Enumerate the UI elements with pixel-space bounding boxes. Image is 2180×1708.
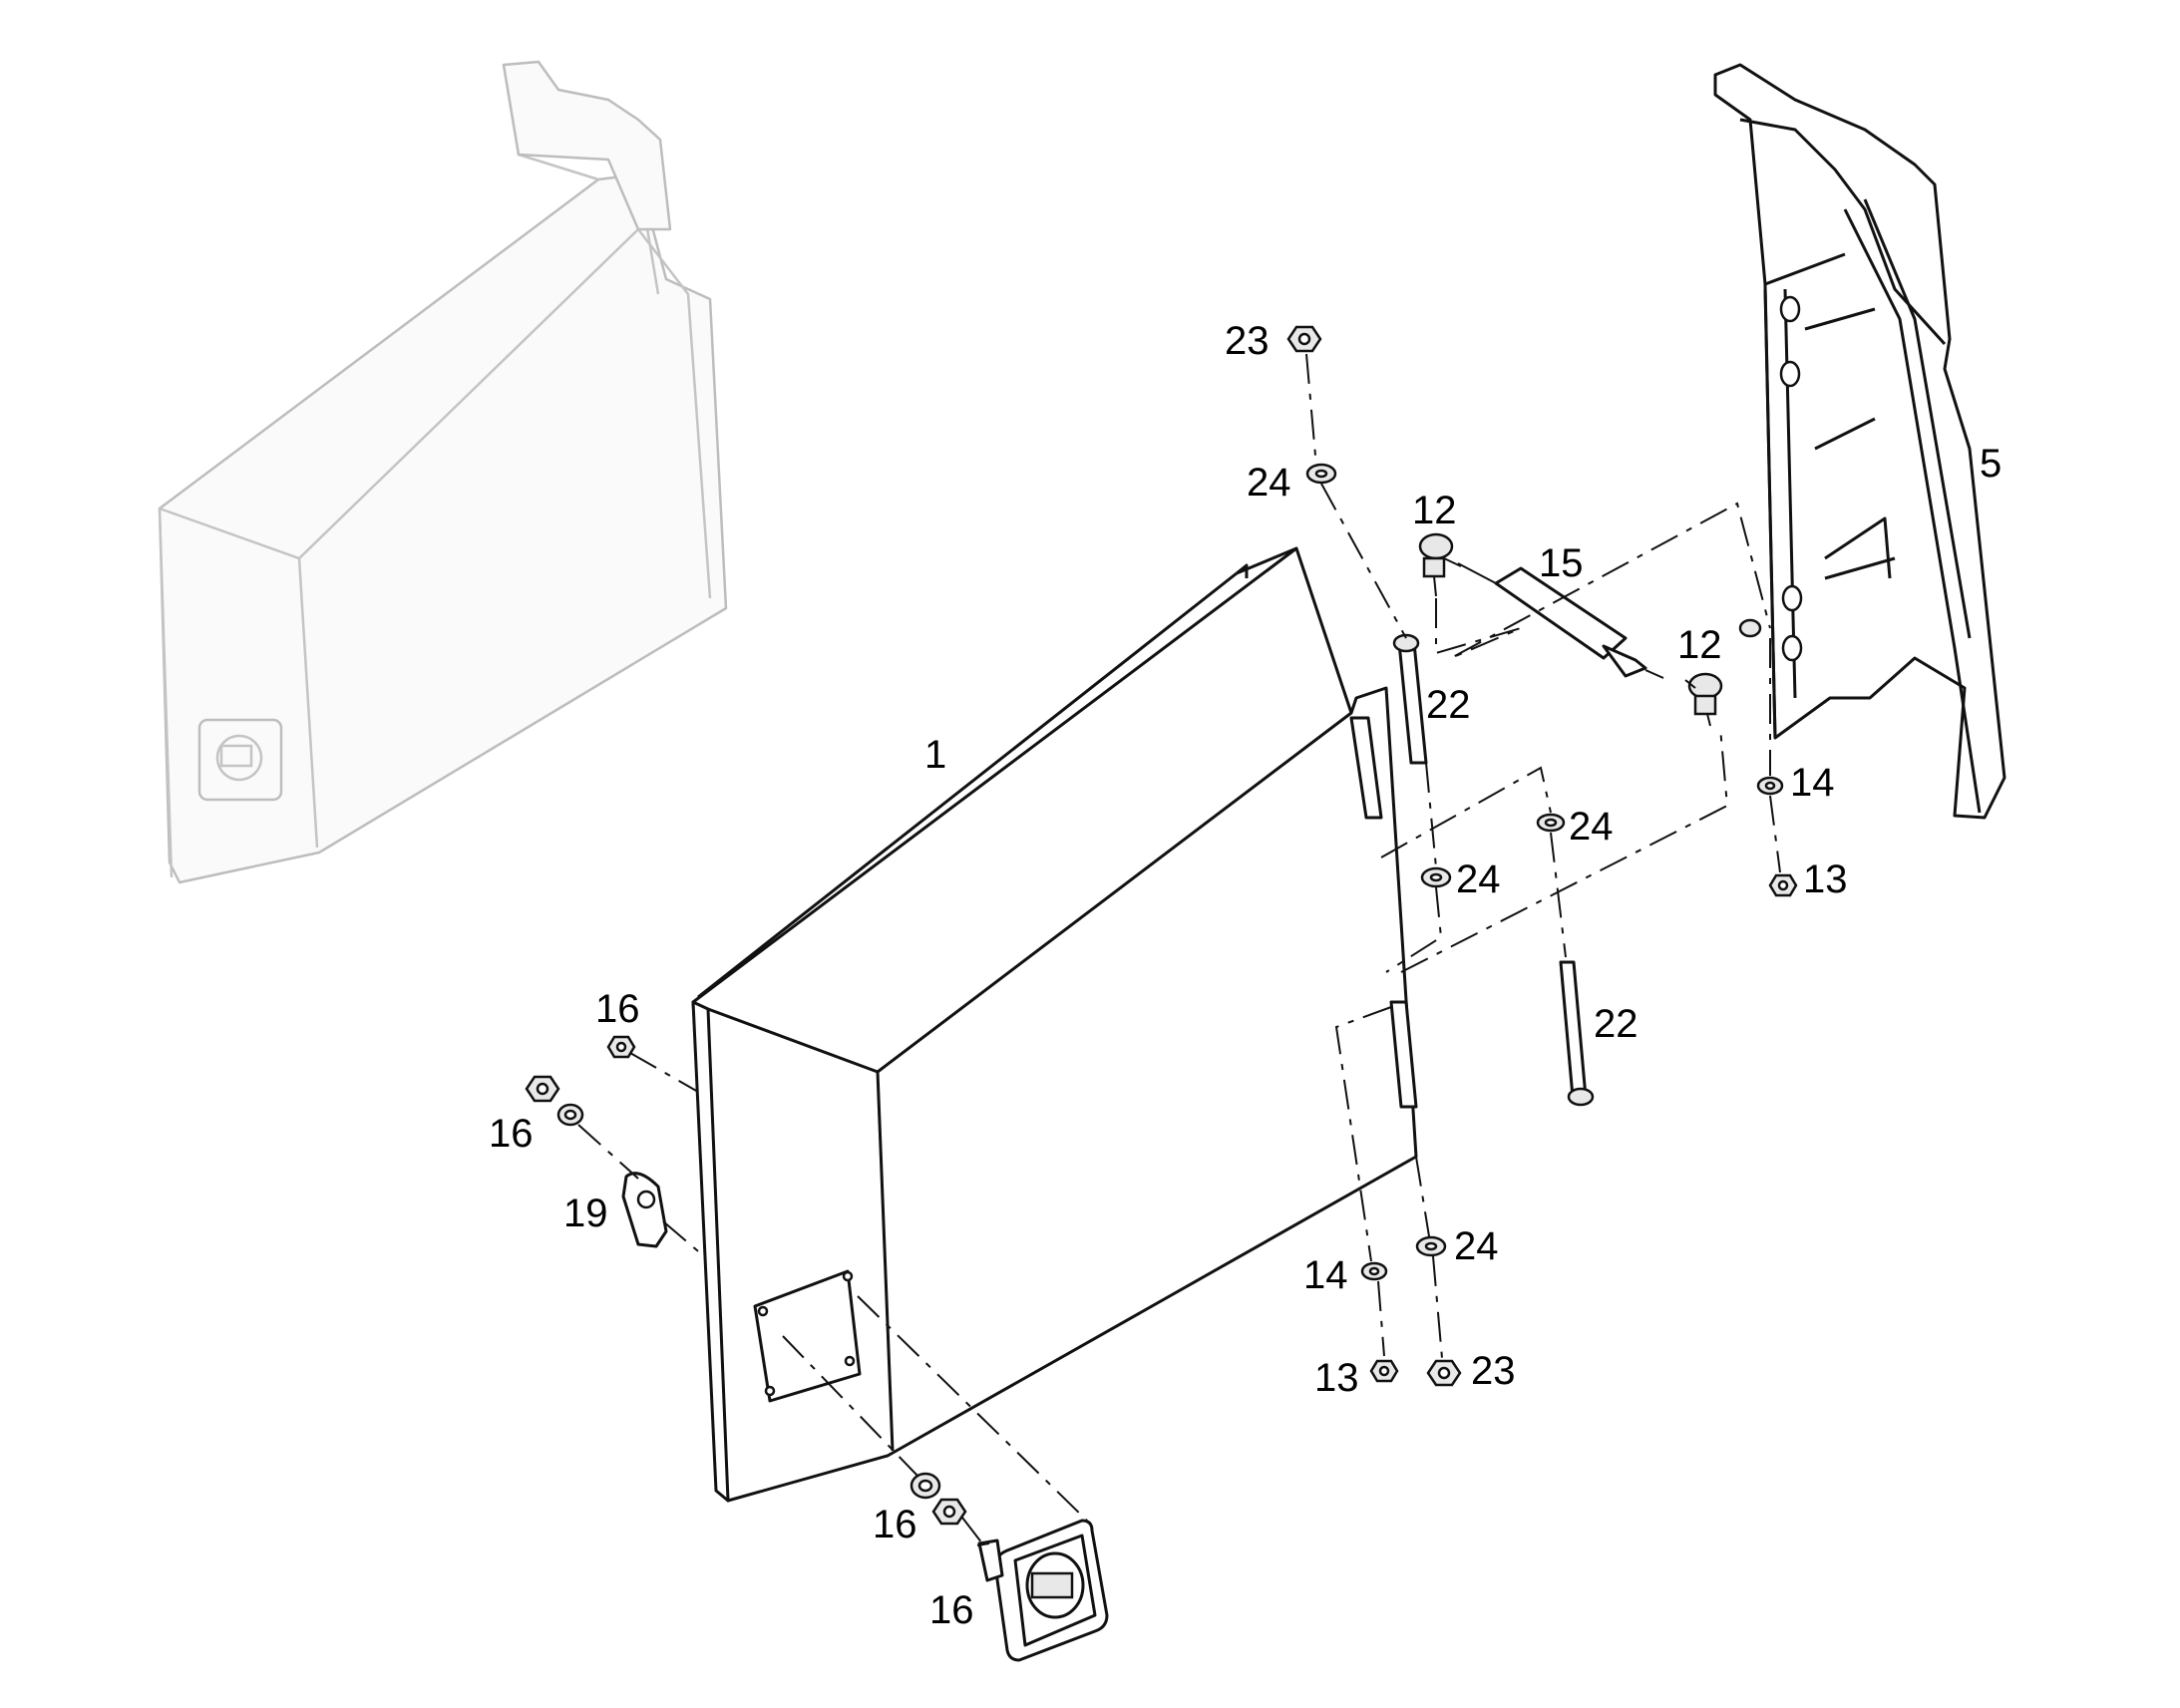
hinge-bracket bbox=[1713, 63, 2006, 820]
washer-14-right bbox=[1756, 776, 1784, 796]
callout-22-lower: 22 bbox=[1594, 1002, 1638, 1046]
callout-16-bottom-b: 16 bbox=[929, 1588, 974, 1632]
callout-16-bottom-a: 16 bbox=[873, 1503, 917, 1546]
nut-23-upper bbox=[1286, 325, 1322, 353]
washer-24-mid-right bbox=[1536, 813, 1566, 833]
nut-13-left bbox=[1369, 1359, 1399, 1383]
washer-16-bottom bbox=[909, 1472, 941, 1500]
gas-strut bbox=[1418, 532, 1723, 727]
washer-14-left bbox=[1360, 1261, 1388, 1281]
keeper-plate bbox=[621, 1172, 668, 1248]
callout-24-mid-left: 24 bbox=[1456, 857, 1501, 901]
callout-labels: 1 5 12 12 15 23 24 22 24 24 14 13 22 24 … bbox=[489, 319, 2001, 1632]
callout-13-left: 13 bbox=[1314, 1356, 1359, 1400]
callout-14-right: 14 bbox=[1790, 761, 1835, 805]
assembly-lines bbox=[577, 353, 1781, 1544]
callout-5: 5 bbox=[1980, 442, 2001, 486]
callout-23-lower: 23 bbox=[1471, 1349, 1516, 1393]
callout-13-right: 13 bbox=[1803, 857, 1848, 901]
washer-24-mid-left bbox=[1420, 866, 1452, 888]
callout-15: 15 bbox=[1539, 541, 1584, 585]
latch-cutout bbox=[753, 1269, 862, 1403]
callout-16-left: 16 bbox=[489, 1112, 534, 1156]
latch-icon-ghost bbox=[197, 718, 283, 802]
callout-19: 19 bbox=[563, 1192, 608, 1235]
callout-16-top: 16 bbox=[595, 987, 640, 1031]
callout-23-upper: 23 bbox=[1225, 319, 1270, 363]
ball-stud-upper bbox=[1418, 532, 1462, 597]
callout-12-upper: 12 bbox=[1412, 489, 1457, 532]
assembled-reference-view bbox=[158, 60, 728, 884]
callout-14-left: 14 bbox=[1303, 1253, 1348, 1297]
nut-16-top bbox=[606, 1035, 636, 1059]
ball-stud-lower bbox=[1684, 672, 1723, 727]
nut-23-lower bbox=[1426, 1359, 1462, 1387]
callout-1: 1 bbox=[924, 733, 946, 777]
hinge-lug bbox=[1738, 618, 1762, 638]
nut-16-left bbox=[525, 1075, 560, 1103]
washer-24-lower bbox=[1415, 1235, 1447, 1257]
callout-12-lower: 12 bbox=[1677, 623, 1722, 667]
latch-handle bbox=[976, 1519, 1109, 1662]
callout-22-upper: 22 bbox=[1426, 683, 1471, 727]
callout-24-lower: 24 bbox=[1454, 1224, 1499, 1268]
hinge-pin-lower bbox=[1559, 960, 1595, 1107]
door-panel bbox=[691, 546, 1418, 1503]
nut-16-bottom bbox=[931, 1498, 967, 1526]
hinge-pin-upper bbox=[1392, 633, 1428, 765]
callout-24-upper: 24 bbox=[1247, 461, 1291, 505]
washer-16-left bbox=[556, 1103, 584, 1127]
washer-24-upper bbox=[1305, 463, 1337, 485]
nut-13-right bbox=[1768, 873, 1798, 897]
callout-24-mid-right: 24 bbox=[1569, 805, 1614, 849]
